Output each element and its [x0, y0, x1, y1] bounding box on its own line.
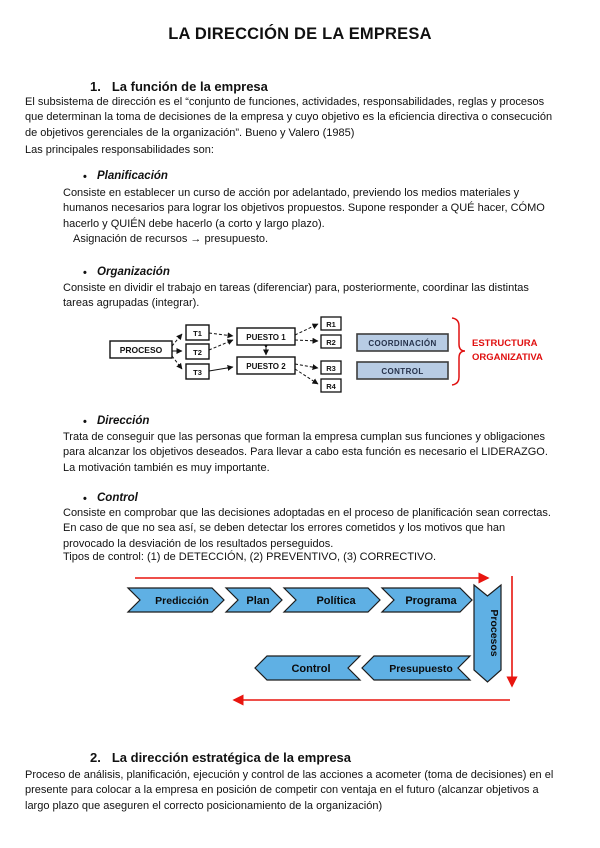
- flow-control-label: Control: [291, 663, 330, 675]
- control-body: Consiste en comprobar que las decisiones…: [63, 507, 551, 550]
- t2-label: T2: [193, 348, 202, 357]
- programa-label: Programa: [405, 595, 457, 607]
- bullet-dot: •: [83, 267, 87, 279]
- bullet-organizacion: • Organización: [83, 266, 170, 279]
- chevron-politica: Política: [282, 587, 381, 613]
- result-box-r1: R1: [320, 316, 342, 331]
- result-box-r4: R4: [320, 378, 342, 393]
- planning-flow-diagram: Predicción Plan Política Programa Proces…: [126, 572, 518, 706]
- org-structure-diagram: PROCESO T1 T2 T3 PUESTO 1 PUESTO 2 R1 R: [109, 316, 543, 393]
- proceso-box: PROCESO: [109, 340, 173, 359]
- procesos-label: Procesos: [488, 609, 500, 656]
- r2-label: R2: [326, 338, 336, 347]
- section1-intro: El subsistema de dirección es el “conjun…: [25, 96, 553, 139]
- bullet-planificacion-title: Planificación: [97, 170, 168, 182]
- politica-label: Política: [316, 595, 356, 607]
- section2-body: Proceso de análisis, planificación, ejec…: [25, 769, 554, 812]
- task-box-t3: T3: [185, 363, 210, 380]
- control-extra: Tipos de control: (1) de DETECCIÓN, (2) …: [63, 551, 437, 563]
- chevron-prediccion: Predicción: [126, 587, 225, 613]
- task-box-t1: T1: [185, 324, 210, 341]
- planificacion-body: Consiste en establecer un curso de acció…: [63, 187, 545, 230]
- bullet-control-title: Control: [97, 492, 138, 504]
- r4-label: R4: [326, 382, 336, 391]
- puesto1-box: PUESTO 1: [236, 327, 296, 346]
- bullet-direccion-title: Dirección: [97, 415, 150, 427]
- coordinacion-box: COORDINACIÓN: [356, 333, 449, 352]
- r1-label: R1: [326, 320, 336, 329]
- coordinacion-label: COORDINACIÓN: [368, 339, 436, 348]
- bullet-dot: •: [83, 416, 87, 428]
- bullet-dot: •: [83, 171, 87, 183]
- control-label: CONTROL: [381, 367, 423, 376]
- prediccion-label: Predicción: [155, 595, 209, 607]
- section1-heading: 1. La función de la empresa: [90, 79, 268, 94]
- puesto2-label: PUESTO 2: [246, 362, 286, 371]
- section2-heading: 2. La dirección estratégica de la empresa: [90, 750, 351, 765]
- section2-number: 2.: [90, 750, 101, 765]
- chevron-presupuesto: Presupuesto: [361, 655, 472, 681]
- responsibilities-label: Las principales responsabilidades son:: [25, 144, 214, 156]
- planificacion-extra: Asignación de recursos → presupuesto.: [73, 233, 269, 245]
- chevron-programa: Programa: [380, 587, 473, 613]
- presupuesto-label: Presupuesto: [389, 663, 453, 675]
- red-feedback-arrows: [135, 572, 518, 706]
- result-box-r3: R3: [320, 360, 342, 375]
- bullet-control: • Control: [83, 492, 138, 505]
- organizacion-body: Consiste en dividir el trabajo en tareas…: [63, 282, 529, 310]
- r3-label: R3: [326, 364, 336, 373]
- red-brace: [451, 317, 466, 386]
- proceso-label: PROCESO: [120, 345, 163, 355]
- direccion-body: Trata de conseguir que las personas que …: [63, 431, 548, 474]
- control-box: CONTROL: [356, 361, 449, 380]
- plan-label: Plan: [246, 595, 270, 607]
- estructura-label: ESTRUCTURA: [472, 338, 538, 349]
- bullet-dot: •: [83, 493, 87, 505]
- chevron-plan: Plan: [224, 587, 283, 613]
- puesto1-label: PUESTO 1: [246, 333, 286, 342]
- chevron-procesos-vertical: Procesos: [473, 583, 502, 683]
- page-title: LA DIRECCIÓN DE LA EMPRESA: [168, 25, 432, 43]
- puesto2-box: PUESTO 2: [236, 356, 296, 375]
- bullet-organizacion-title: Organización: [97, 266, 170, 278]
- t1-label: T1: [193, 329, 202, 338]
- task-box-t2: T2: [185, 343, 210, 360]
- t3-label: T3: [193, 368, 202, 377]
- organizativa-label: ORGANIZATIVA: [472, 352, 543, 363]
- section1-number: 1.: [90, 79, 101, 94]
- bullet-direccion: • Dirección: [83, 415, 150, 428]
- result-box-r2: R2: [320, 334, 342, 349]
- section2-title: La dirección estratégica de la empresa: [111, 750, 352, 765]
- section1-title: La función de la empresa: [111, 79, 268, 94]
- bullet-planificacion: • Planificación: [83, 170, 168, 183]
- org-diagram-connectors: [171, 323, 319, 385]
- chevron-control: Control: [254, 655, 362, 681]
